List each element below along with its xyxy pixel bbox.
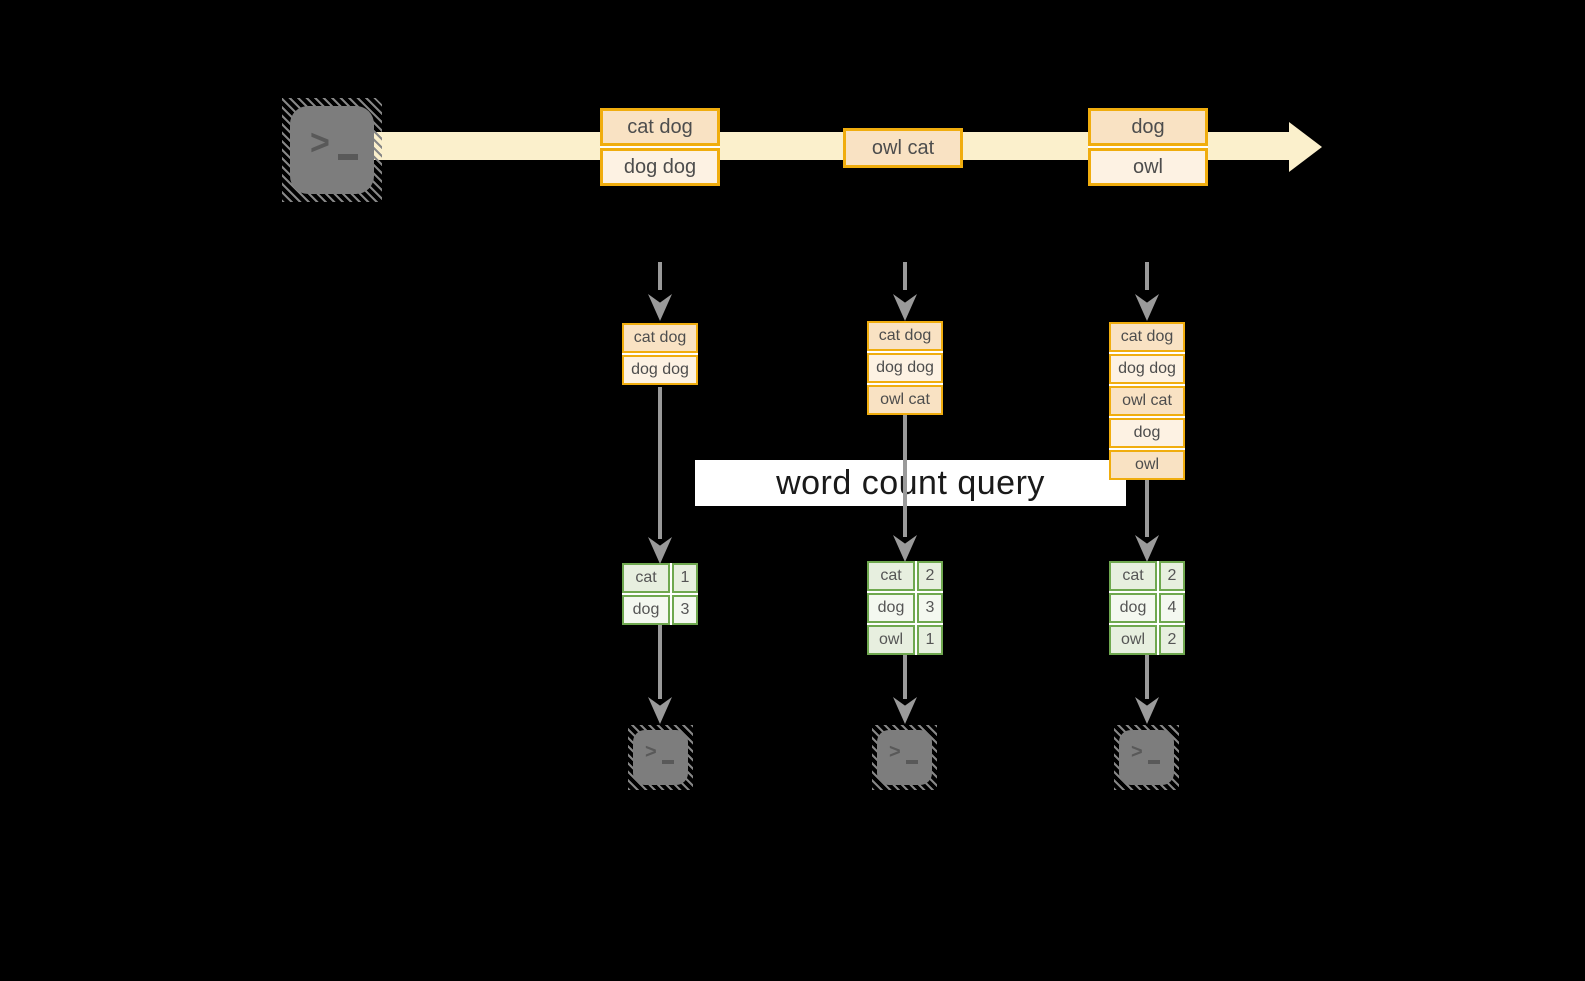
dashed-arrow-head-icon <box>893 294 917 321</box>
word-cell: owl <box>867 625 915 655</box>
table-row: cat 2 <box>1109 561 1185 591</box>
arrow-line <box>1145 480 1149 537</box>
word-cell: cat <box>622 563 670 593</box>
arrow-head-icon <box>1135 535 1159 562</box>
state-cell: owl cat <box>867 385 943 415</box>
table-row: cat 1 <box>622 563 698 593</box>
query-banner: word count query <box>695 460 1126 506</box>
arrow-line <box>903 655 907 699</box>
count-table-1: cat 1 dog 3 <box>622 563 698 625</box>
terminal-body: > <box>877 730 932 785</box>
message-cell: dog dog <box>600 148 720 186</box>
prompt-icon: > <box>645 741 657 763</box>
word-cell: cat <box>867 561 915 591</box>
state-cell: dog dog <box>1109 354 1185 384</box>
arrow-line <box>658 387 662 539</box>
arrow-line <box>903 415 907 537</box>
count-cell: 3 <box>917 593 943 623</box>
dashed-arrow-head-icon <box>1135 294 1159 321</box>
state-cell: dog dog <box>867 353 943 383</box>
state-cell: cat dog <box>1109 322 1185 352</box>
dashed-arrow-line <box>903 262 907 290</box>
arrow-head-icon <box>893 535 917 562</box>
arrow-head-icon <box>648 537 672 564</box>
count-cell: 3 <box>672 595 698 625</box>
dashed-arrow-line <box>1145 262 1149 290</box>
state-box-3: cat dog dog dog owl cat dog owl <box>1109 322 1185 480</box>
underscore-icon <box>338 154 358 160</box>
message-cell: cat dog <box>600 108 720 146</box>
arrow-head-icon <box>648 697 672 724</box>
message-cell: owl <box>1088 148 1208 186</box>
terminal-body: > <box>290 106 374 194</box>
count-table-2: cat 2 dog 3 owl 1 <box>867 561 943 655</box>
prompt-icon: > <box>310 123 330 163</box>
word-cell: dog <box>1109 593 1157 623</box>
count-cell: 2 <box>1159 625 1185 655</box>
stream-message-3: dog owl <box>1088 108 1208 186</box>
table-row: owl 2 <box>1109 625 1185 655</box>
terminal-sink-icon-3: > <box>1114 725 1179 790</box>
table-row: dog 4 <box>1109 593 1185 623</box>
table-row: dog 3 <box>622 595 698 625</box>
arrow-head-icon <box>893 697 917 724</box>
dashed-arrow-line <box>658 262 662 290</box>
underscore-icon <box>662 760 674 764</box>
dashed-arrow-head-icon <box>648 294 672 321</box>
message-cell: dog <box>1088 108 1208 146</box>
state-cell: cat dog <box>867 321 943 351</box>
state-box-1: cat dog dog dog <box>622 323 698 385</box>
prompt-icon: > <box>889 741 901 763</box>
state-cell: dog <box>1109 418 1185 448</box>
count-table-3: cat 2 dog 4 owl 2 <box>1109 561 1185 655</box>
stream-arrowhead-icon <box>1289 122 1322 172</box>
count-cell: 2 <box>917 561 943 591</box>
arrow-head-icon <box>1135 697 1159 724</box>
underscore-icon <box>906 760 918 764</box>
word-cell: cat <box>1109 561 1157 591</box>
word-cell: dog <box>867 593 915 623</box>
state-cell: cat dog <box>622 323 698 353</box>
word-cell: owl <box>1109 625 1157 655</box>
count-cell: 1 <box>672 563 698 593</box>
terminal-source-icon: > <box>282 98 382 202</box>
state-cell: owl <box>1109 450 1185 480</box>
count-cell: 4 <box>1159 593 1185 623</box>
message-cell: owl cat <box>843 128 963 168</box>
terminal-body: > <box>1119 730 1174 785</box>
table-row: cat 2 <box>867 561 943 591</box>
state-cell: dog dog <box>622 355 698 385</box>
prompt-icon: > <box>1131 741 1143 763</box>
table-row: dog 3 <box>867 593 943 623</box>
terminal-sink-icon-1: > <box>628 725 693 790</box>
state-box-2: cat dog dog dog owl cat <box>867 321 943 415</box>
count-cell: 2 <box>1159 561 1185 591</box>
terminal-body: > <box>633 730 688 785</box>
table-row: owl 1 <box>867 625 943 655</box>
count-cell: 1 <box>917 625 943 655</box>
arrow-line <box>658 625 662 699</box>
stream-message-1: cat dog dog dog <box>600 108 720 186</box>
state-cell: owl cat <box>1109 386 1185 416</box>
arrow-line <box>1145 655 1149 699</box>
terminal-sink-icon-2: > <box>872 725 937 790</box>
word-cell: dog <box>622 595 670 625</box>
underscore-icon <box>1148 760 1160 764</box>
stream-message-2: owl cat <box>843 128 963 168</box>
